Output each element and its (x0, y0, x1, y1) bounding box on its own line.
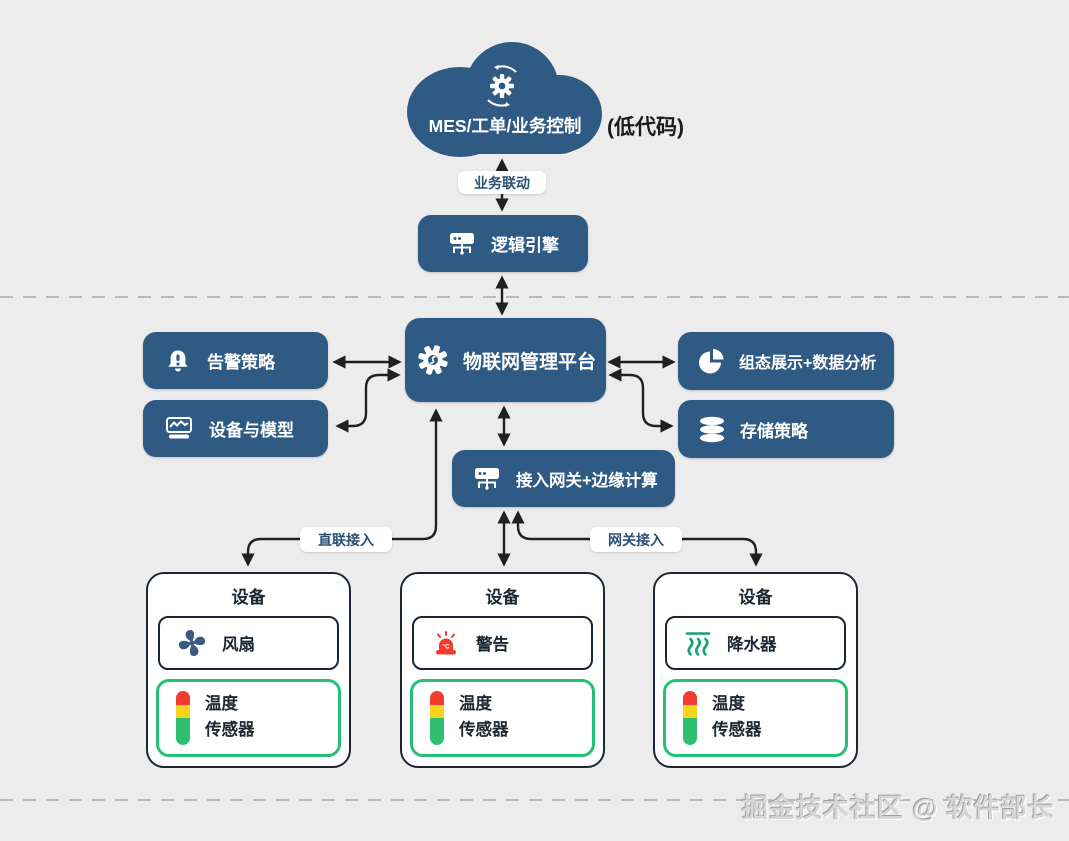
node-label: 物联网管理平台 (462, 351, 596, 373)
gateway-access-label: 网关接入 (590, 527, 682, 552)
node-visualization: 组态展示+数据分析 (678, 332, 894, 390)
sprinkler-icon (684, 630, 712, 657)
node-label: 逻辑引擎 (491, 236, 559, 255)
sensor-box: 温度 传感器 (663, 679, 848, 757)
actuator-box: °C 警告 (412, 616, 593, 670)
arrow-platform-storage (608, 368, 674, 433)
direct-access-label: 直联接入 (300, 527, 392, 552)
sensor-box: 温度 传感器 (410, 679, 595, 757)
automation-gear-icon (487, 65, 517, 107)
node-device-model: 设备与模型 (143, 400, 328, 457)
svg-text:°C: °C (442, 642, 450, 650)
traffic-light-icon (430, 691, 444, 745)
device-card-sprinkler: 设备 降水器 温度 传感器 (653, 572, 858, 768)
cloud-title: MES/工单/业务控制 (428, 116, 582, 136)
node-alarm-policy: 告警策略 (143, 332, 328, 389)
database-icon (698, 416, 726, 443)
node-label: 设备与模型 (209, 421, 294, 440)
pie-chart-icon (698, 348, 725, 375)
gear-icon (415, 342, 451, 378)
fan-icon (177, 628, 207, 658)
node-logic-engine: 逻辑引擎 (418, 215, 588, 272)
actuator-label: 警告 (476, 636, 509, 654)
hub-icon (472, 466, 502, 492)
actuator-box: 风扇 (158, 616, 339, 670)
sensor-label: 温度 传感器 (205, 695, 255, 739)
traffic-light-icon (176, 691, 190, 745)
device-title: 设备 (738, 588, 773, 607)
node-iot-platform: 物联网管理平台 (405, 318, 606, 402)
business-linkage-label: 业务联动 (458, 171, 546, 194)
traffic-light-icon (683, 691, 697, 745)
device-model-icon (165, 416, 193, 441)
alarm-bell-icon (165, 348, 191, 374)
actuator-label: 降水器 (727, 636, 777, 654)
node-label: 存储策略 (740, 421, 808, 441)
actuator-label: 风扇 (222, 636, 255, 654)
node-label: 告警策略 (207, 353, 275, 372)
low-code-annotation: (低代码) (607, 116, 684, 139)
watermark: 掘金技术社区 @ 软件部长 (742, 793, 1055, 823)
device-card-siren: 设备 °C 警告 温度 传感器 (400, 572, 605, 768)
sensor-box: 温度 传感器 (156, 679, 341, 757)
hub-icon (447, 231, 477, 257)
sensor-label: 温度 传感器 (712, 695, 762, 739)
cloud-shape (407, 42, 602, 157)
device-title: 设备 (485, 588, 520, 607)
node-storage-policy: 存储策略 (678, 400, 894, 458)
node-label: 组态展示+数据分析 (739, 355, 877, 372)
node-label: 接入网关+边缘计算 (516, 471, 658, 490)
siren-icon: °C (431, 630, 461, 657)
sensor-label: 温度 传感器 (459, 695, 509, 739)
arrow-platform-devicemodel (335, 368, 401, 433)
device-title: 设备 (231, 588, 266, 607)
device-card-fan: 设备 风扇 (146, 572, 351, 768)
actuator-box: 降水器 (665, 616, 846, 670)
node-gateway: 接入网关+边缘计算 (452, 450, 675, 507)
